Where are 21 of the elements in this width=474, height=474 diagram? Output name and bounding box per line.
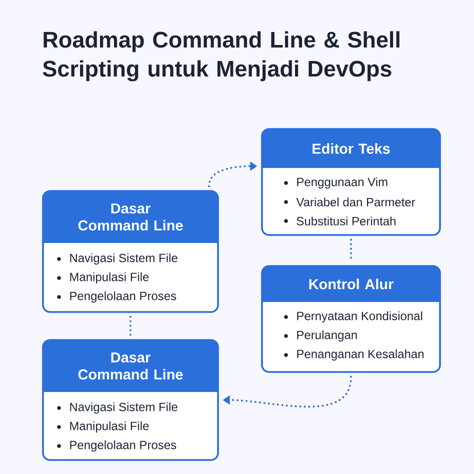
bullet-item: Navigasi Sistem File: [70, 253, 178, 265]
card-heading: Editor Teks: [312, 143, 390, 154]
card: [261, 265, 441, 373]
card: [42, 190, 219, 313]
card-heading: Kontrol Alur: [309, 278, 394, 290]
title: Roadmap Command Line & Shell Scripting untuk Menjadi DevOps: [42, 31, 400, 82]
card-heading: Dasar Command Line: [78, 203, 183, 231]
bullet-item: Penggunaan Vim: [297, 177, 388, 189]
bullet-item: Pengelolaan Proses: [70, 291, 176, 303]
bullet-item: Penanganan Kesalahan: [297, 349, 424, 361]
card: [261, 128, 441, 236]
bullet-item: Perulangan: [297, 330, 357, 342]
bullet-item: Manipulasi File: [70, 272, 149, 284]
bullet-item: Variabel dan Parmeter: [296, 198, 416, 206]
card-heading: Dasar Command Line: [78, 352, 183, 380]
bullet-item: Manipulasi File: [70, 421, 149, 433]
bullet-item: Pengelolaan Proses: [70, 440, 176, 452]
bullet-item: Substitusi Perintah: [296, 216, 396, 226]
card: [42, 339, 219, 461]
bullet-item: Pernyataan Kondisional: [297, 311, 422, 323]
bullet-item: Navigasi Sistem File: [70, 402, 178, 414]
